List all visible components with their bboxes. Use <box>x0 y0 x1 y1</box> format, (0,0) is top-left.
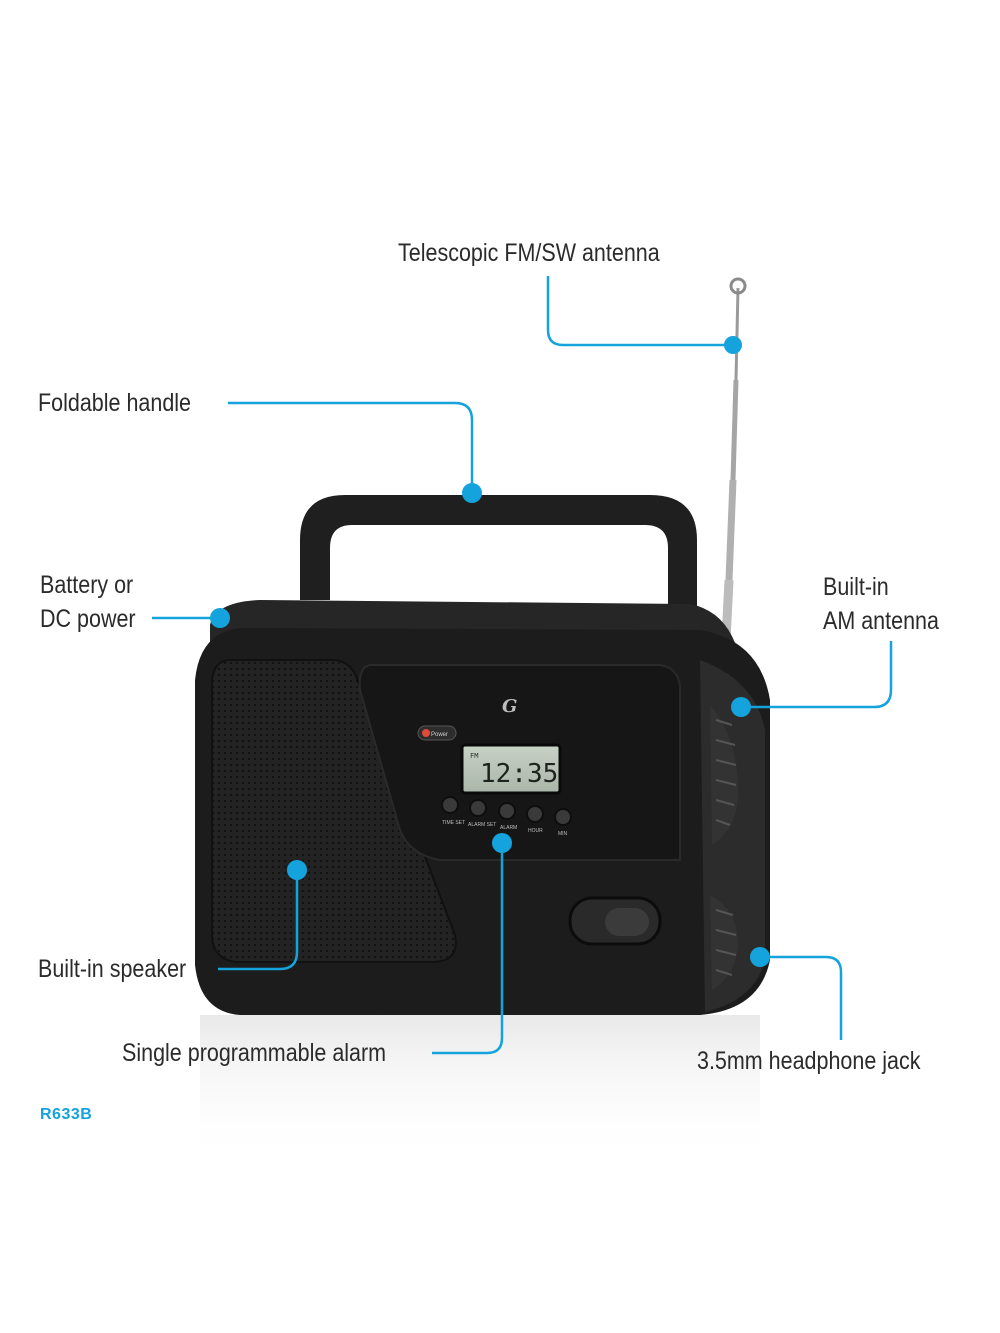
label-battery-power: Battery or DC power <box>40 571 136 633</box>
leader-alarm <box>432 843 504 1055</box>
dot-handle <box>462 483 482 503</box>
band-switch[interactable] <box>568 896 662 946</box>
button-time-set[interactable]: TIME SET <box>441 796 465 826</box>
speaker-grille <box>211 659 457 963</box>
svg-text:MIN: MIN <box>558 831 568 837</box>
dot-alarm <box>492 833 512 853</box>
dot-battery <box>210 608 230 628</box>
svg-text:ALARM: ALARM <box>500 825 517 831</box>
leader-headphone <box>760 955 843 1040</box>
label-foldable-handle: Foldable handle <box>38 389 192 417</box>
label-speaker: Built-in speaker <box>38 955 187 983</box>
lcd-indicator: FM <box>470 752 478 760</box>
telescopic-antenna <box>720 277 747 661</box>
dot-speaker <box>287 860 307 880</box>
radio-reflection <box>200 1015 760 1165</box>
label-alarm: Single programmable alarm <box>122 1039 387 1067</box>
callout-dots <box>210 336 770 967</box>
button-hour[interactable]: HOUR <box>526 805 544 834</box>
lcd-display: FM 12:35 <box>460 743 562 795</box>
svg-text:TIME SET: TIME SET <box>442 820 465 826</box>
dot-headphone <box>750 947 770 967</box>
brand-logo: G <box>502 696 517 717</box>
tuning-wheel-top <box>710 705 739 845</box>
foldable-handle <box>300 495 697 655</box>
leader-handle <box>228 401 474 493</box>
power-button[interactable]: Power <box>417 725 457 741</box>
dot-antenna <box>724 336 742 354</box>
lcd-time: 12:35 <box>480 759 558 789</box>
leader-speaker <box>218 870 299 971</box>
dot-am-antenna <box>731 697 751 717</box>
leader-antenna <box>546 276 733 347</box>
label-headphone-jack: 3.5mm headphone jack <box>697 1047 921 1075</box>
button-alarm-set[interactable]: ALARM SET <box>468 799 496 828</box>
button-min[interactable]: MIN <box>554 808 572 837</box>
control-buttons: TIME SET ALARM SET ALARM HOUR MIN <box>441 796 572 837</box>
leader-am-antenna <box>741 641 893 709</box>
label-am-antenna: Built-in AM antenna <box>823 573 939 635</box>
tuning-wheel-bottom <box>710 895 738 990</box>
model-code: R633B <box>40 1106 93 1123</box>
svg-text:HOUR: HOUR <box>528 828 543 834</box>
svg-text:ALARM SET: ALARM SET <box>468 822 496 828</box>
svg-text:Power: Power <box>431 732 448 738</box>
label-telescopic-antenna: Telescopic FM/SW antenna <box>398 239 660 267</box>
button-alarm[interactable]: ALARM <box>498 802 517 831</box>
callout-leaders <box>152 276 893 1055</box>
